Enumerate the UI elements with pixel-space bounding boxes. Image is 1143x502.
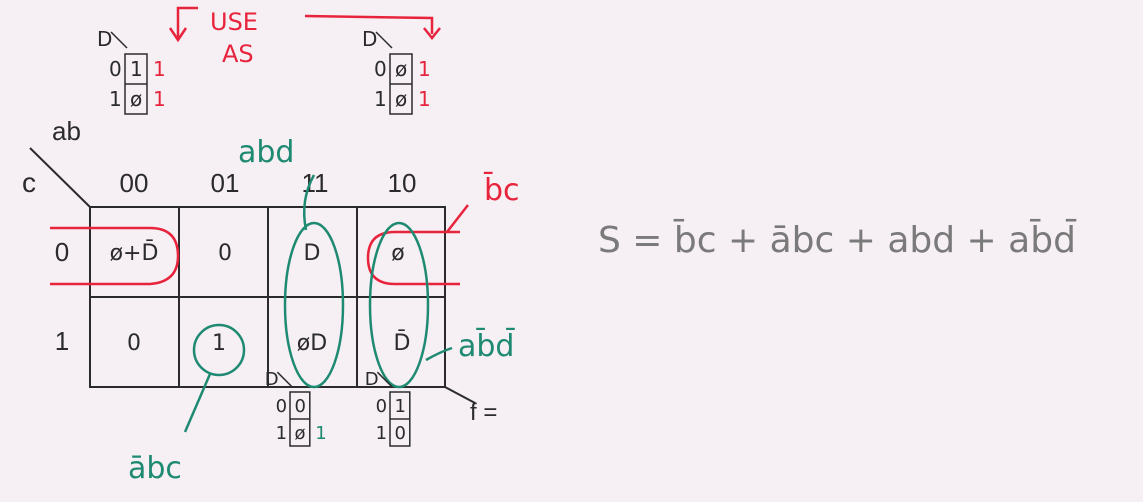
mini-table-value: 0: [295, 396, 306, 417]
label-abd-bar: ab̄d̄: [458, 328, 515, 364]
mini-table-input: 0: [276, 396, 287, 417]
f-label: f =: [470, 399, 497, 426]
mini-table-tick: [110, 31, 128, 49]
label-abd: abd: [238, 135, 294, 170]
cell-value: 0: [218, 241, 232, 266]
mini-table-value: ø: [395, 57, 407, 81]
mini-table-input: 0: [109, 57, 122, 81]
mini-table-var: D: [97, 27, 112, 51]
mini-table-output: 1: [153, 87, 166, 111]
note-arrows: [168, 6, 441, 43]
col-header: 00: [120, 168, 149, 198]
note-line-1: USE: [210, 8, 258, 36]
mini-table-output: 1: [315, 423, 326, 444]
mini-table-var: D: [362, 27, 377, 51]
mini-table-tick: [276, 371, 293, 388]
kmap-grid: [89, 206, 446, 388]
mini-table-value: 0: [395, 423, 406, 444]
note-line-2: AS: [222, 40, 254, 68]
row-header: 1: [55, 326, 69, 356]
mini-table-value: ø: [395, 87, 407, 111]
cell-value: D̄: [394, 330, 411, 356]
corner-row-var: c: [22, 167, 36, 198]
cell-value: 1: [212, 331, 226, 356]
note-use-as: USE AS: [210, 8, 258, 68]
mini-table-value: 1: [130, 57, 143, 81]
mini-table-value: ø: [130, 87, 142, 111]
mini-table-input: 1: [276, 423, 287, 444]
cell-value: D: [304, 241, 321, 266]
col-header: 10: [388, 168, 417, 198]
cell-value: ø: [391, 241, 404, 266]
mini-table-output: 1: [418, 87, 431, 111]
cell-value: 0: [127, 331, 141, 356]
corner-col-var: ab: [52, 116, 81, 146]
mini-table-input: 1: [374, 87, 387, 111]
mini-table-value: ø: [295, 423, 306, 444]
col-header: 01: [211, 168, 240, 198]
f-slash: [444, 386, 476, 404]
mini-table-tick: [376, 371, 393, 388]
cell-value: øD: [297, 331, 327, 356]
mini-table-var: D: [365, 369, 379, 390]
corner-diagonal: [29, 147, 91, 208]
mini-table-input: 1: [376, 423, 387, 444]
mini-table-input: 0: [374, 57, 387, 81]
mini-table-output: 1: [418, 57, 431, 81]
label-abc: ābc: [128, 451, 182, 486]
row-header: 0: [55, 237, 69, 267]
label-bc: b̄c: [484, 172, 520, 208]
equation: S = b̄c + ābc + abd + ab̄d̄: [598, 218, 1077, 261]
mini-table-input: 1: [109, 87, 122, 111]
mini-table-input: 0: [376, 396, 387, 417]
mini-table-value: 1: [395, 396, 406, 417]
green-loops: [183, 174, 453, 433]
mini-table-var: D: [265, 369, 279, 390]
mini-table-output: 1: [153, 57, 166, 81]
mini-table-tick: [375, 31, 393, 49]
cell-value: ø+D̄: [110, 240, 159, 266]
